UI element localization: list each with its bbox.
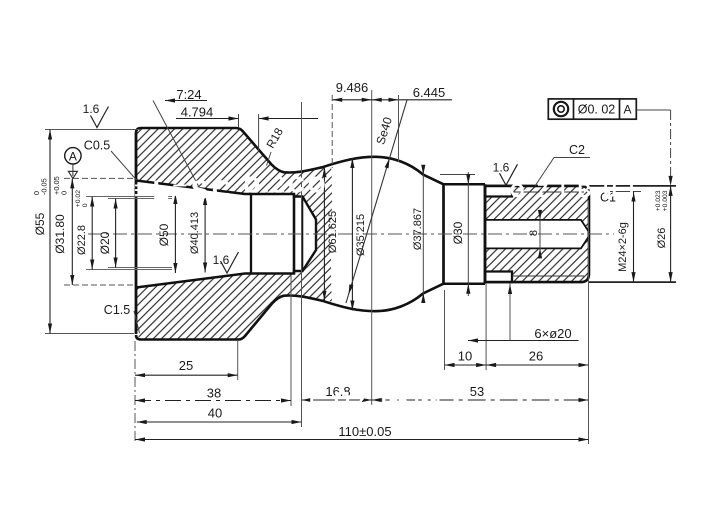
svg-text:0: 0 bbox=[82, 203, 89, 207]
svg-text:C1.5: C1.5 bbox=[104, 303, 130, 317]
svg-text:Ø31.80: Ø31.80 bbox=[53, 214, 67, 254]
svg-text:OZIBUI: OZIBUI bbox=[510, 181, 646, 202]
svg-text:Ø50: Ø50 bbox=[157, 223, 171, 246]
svg-text:6×ø20: 6×ø20 bbox=[534, 326, 571, 341]
svg-text:D.2CO: D.2CO bbox=[243, 172, 328, 198]
svg-text:Ø40.413: Ø40.413 bbox=[189, 212, 201, 254]
svg-text:16.8: 16.8 bbox=[325, 384, 350, 399]
svg-text:+0.05: +0.05 bbox=[52, 176, 61, 195]
svg-text:6.445: 6.445 bbox=[413, 85, 446, 100]
svg-text:Ø26: Ø26 bbox=[656, 228, 668, 249]
svg-text:A: A bbox=[623, 103, 631, 117]
svg-text:25: 25 bbox=[179, 358, 193, 373]
svg-text:C0.5: C0.5 bbox=[84, 139, 110, 153]
svg-text:Ø22.8: Ø22.8 bbox=[76, 225, 88, 255]
svg-text:Ø35.215: Ø35.215 bbox=[355, 214, 367, 256]
svg-text:+0.02: +0.02 bbox=[75, 190, 82, 207]
svg-text:M24×2-6g: M24×2-6g bbox=[617, 222, 629, 272]
svg-text:Ø55: Ø55 bbox=[33, 212, 47, 235]
svg-text:C1: C1 bbox=[600, 191, 616, 205]
svg-text:38: 38 bbox=[207, 386, 221, 401]
svg-text:C2: C2 bbox=[569, 143, 585, 157]
svg-text:0: 0 bbox=[32, 191, 41, 195]
svg-text:4.794: 4.794 bbox=[181, 105, 214, 120]
svg-text:+0.003: +0.003 bbox=[662, 190, 669, 211]
svg-text:9.486: 9.486 bbox=[336, 80, 369, 95]
svg-text:Ø61.625: Ø61.625 bbox=[327, 211, 339, 253]
svg-text:10: 10 bbox=[458, 349, 472, 364]
svg-text:A: A bbox=[69, 149, 77, 163]
svg-text:(.OZJBUI: (.OZJBUI bbox=[309, 388, 447, 411]
svg-text:110±0.05: 110±0.05 bbox=[338, 424, 391, 439]
svg-text:+0.023: +0.023 bbox=[655, 190, 662, 211]
svg-text:8: 8 bbox=[528, 230, 540, 236]
svg-text:53: 53 bbox=[470, 384, 484, 399]
svg-text:-0.05: -0.05 bbox=[40, 178, 49, 195]
svg-text:Ø0. 02: Ø0. 02 bbox=[578, 103, 616, 117]
svg-text:7:24: 7:24 bbox=[176, 87, 201, 102]
svg-text:Ø37.867: Ø37.867 bbox=[412, 208, 424, 250]
svg-text:Ø30: Ø30 bbox=[451, 221, 465, 244]
svg-text:1.6: 1.6 bbox=[213, 253, 230, 267]
svg-text:1.6: 1.6 bbox=[493, 161, 510, 175]
svg-text:0: 0 bbox=[60, 191, 69, 195]
svg-text:Ø20: Ø20 bbox=[98, 231, 112, 254]
svg-text:26: 26 bbox=[529, 349, 543, 364]
svg-text:≡L≡SC: ≡L≡SC bbox=[134, 175, 235, 205]
svg-text:1.6: 1.6 bbox=[83, 102, 100, 116]
svg-text:40: 40 bbox=[208, 406, 222, 421]
